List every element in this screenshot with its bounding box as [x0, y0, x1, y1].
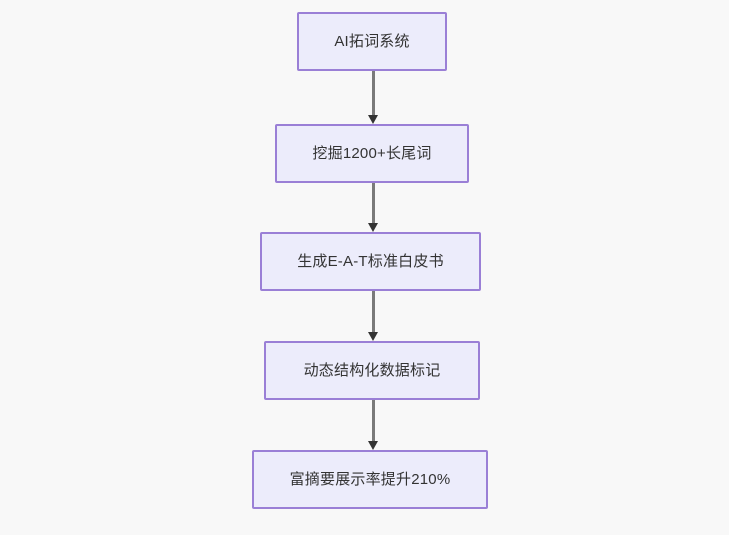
flow-node-label: 富摘要展示率提升210% — [289, 471, 451, 488]
flow-node-mine-longtail-keywords[interactable]: 挖掘1200+长尾词 — [275, 124, 469, 183]
arrowhead-icon — [368, 332, 378, 341]
flow-node-dynamic-structured-data-markup[interactable]: 动态结构化数据标记 — [264, 341, 480, 400]
edge-line — [372, 291, 375, 333]
edge-line — [372, 183, 375, 224]
flow-node-label: 生成E-A-T标准白皮书 — [297, 253, 444, 270]
flow-node-rich-snippet-impression-lift[interactable]: 富摘要展示率提升210% — [252, 450, 488, 509]
flow-node-label: 挖掘1200+长尾词 — [312, 145, 432, 162]
edge-line — [372, 400, 375, 442]
arrowhead-icon — [368, 441, 378, 450]
flow-node-ai-keyword-system[interactable]: AI拓词系统 — [297, 12, 447, 71]
flow-node-label: AI拓词系统 — [334, 33, 410, 50]
flow-node-label: 动态结构化数据标记 — [303, 362, 441, 379]
edge-line — [372, 71, 375, 116]
arrowhead-icon — [368, 223, 378, 232]
flow-node-generate-eat-whitepaper[interactable]: 生成E-A-T标准白皮书 — [260, 232, 481, 291]
arrowhead-icon — [368, 115, 378, 124]
